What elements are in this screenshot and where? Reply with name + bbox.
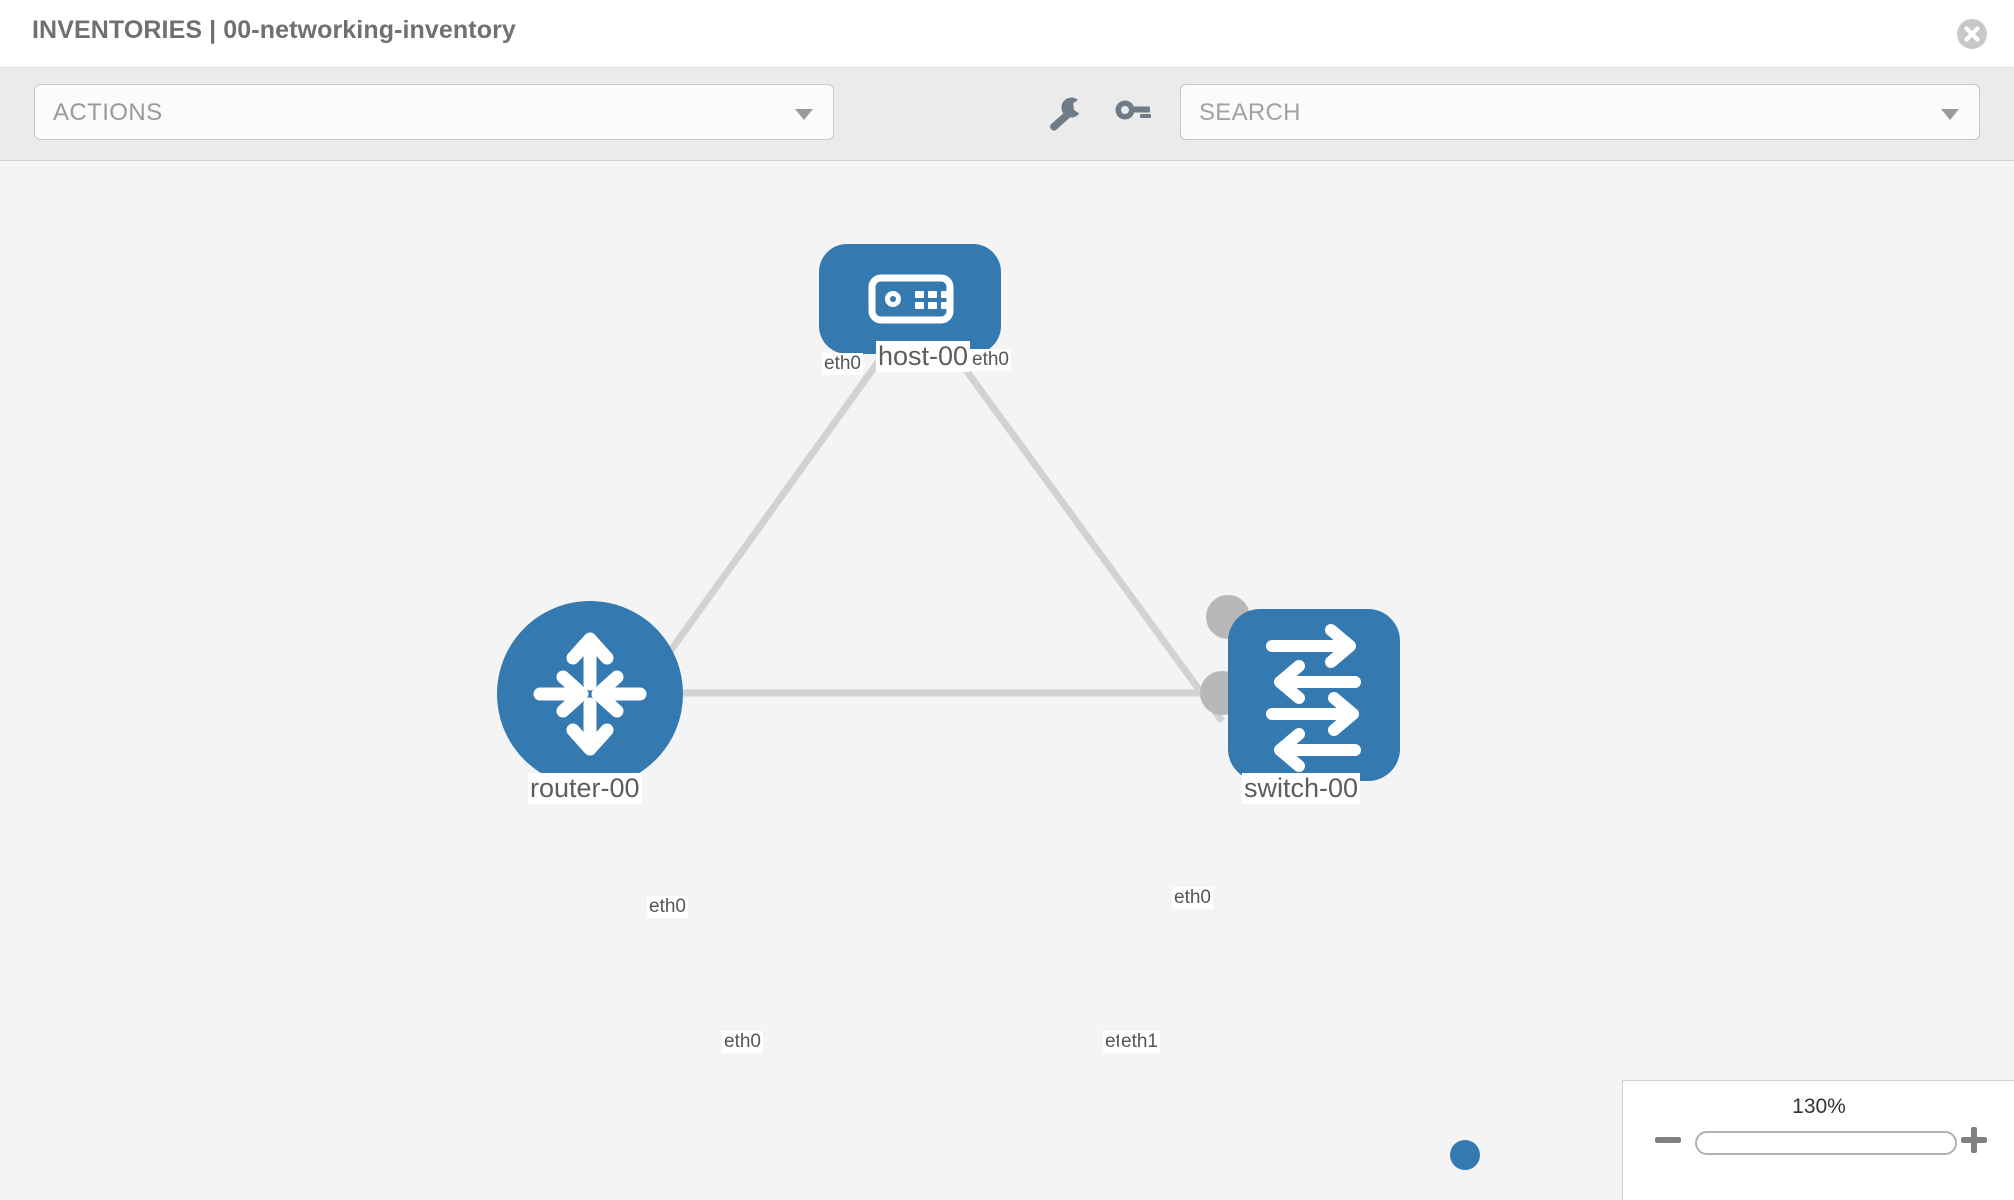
key-icon[interactable] xyxy=(1110,93,1154,133)
node-label-host-00[interactable]: host-00 xyxy=(876,341,971,372)
node-host-00[interactable] xyxy=(819,244,1001,354)
iface-label-host-left[interactable]: eth0 xyxy=(822,353,863,375)
actions-dropdown-label: ACTIONS xyxy=(53,99,163,126)
zoom-out-button[interactable] xyxy=(1651,1123,1685,1157)
iface-label-switch-left[interactable]: eth1 xyxy=(1119,1031,1160,1053)
node-label-router-00[interactable]: router-00 xyxy=(528,773,642,804)
actions-dropdown[interactable]: ACTIONS xyxy=(34,84,834,140)
zoom-level-value: 130% xyxy=(1792,1095,1846,1118)
topology-graph xyxy=(497,244,1400,787)
search-input[interactable]: SEARCH xyxy=(1180,84,1980,140)
link-host-switch xyxy=(949,348,1225,724)
page-header: INVENTORIES | 00-networking-inventory xyxy=(0,0,2014,68)
wrench-icon[interactable] xyxy=(1042,93,1086,133)
iface-label-router-uplink[interactable]: eth0 xyxy=(647,896,688,918)
zoom-slider-track[interactable] xyxy=(1695,1131,1957,1155)
iface-label-switch-uplink[interactable]: eth0 xyxy=(1172,887,1213,909)
close-icon[interactable] xyxy=(1956,18,1988,50)
node-switch-00[interactable] xyxy=(1228,609,1400,781)
chevron-down-icon xyxy=(1941,109,1959,120)
iface-label-router-right[interactable]: eth0 xyxy=(722,1031,763,1053)
chevron-down-icon xyxy=(795,109,813,120)
zoom-slider-thumb[interactable] xyxy=(1450,1140,1480,1170)
node-router-00[interactable] xyxy=(497,601,683,787)
topology-canvas[interactable]: host-00 router-00 switch-00 eth0 eth0 et… xyxy=(0,161,2014,1200)
search-placeholder: SEARCH xyxy=(1199,99,1301,126)
zoom-in-button[interactable] xyxy=(1957,1123,1991,1157)
iface-label-host-right[interactable]: eth0 xyxy=(970,349,1011,371)
page-title: INVENTORIES | 00-networking-inventory xyxy=(32,16,516,44)
node-label-switch-00[interactable]: switch-00 xyxy=(1242,773,1361,804)
zoom-control-panel: 130% xyxy=(1622,1080,2014,1200)
